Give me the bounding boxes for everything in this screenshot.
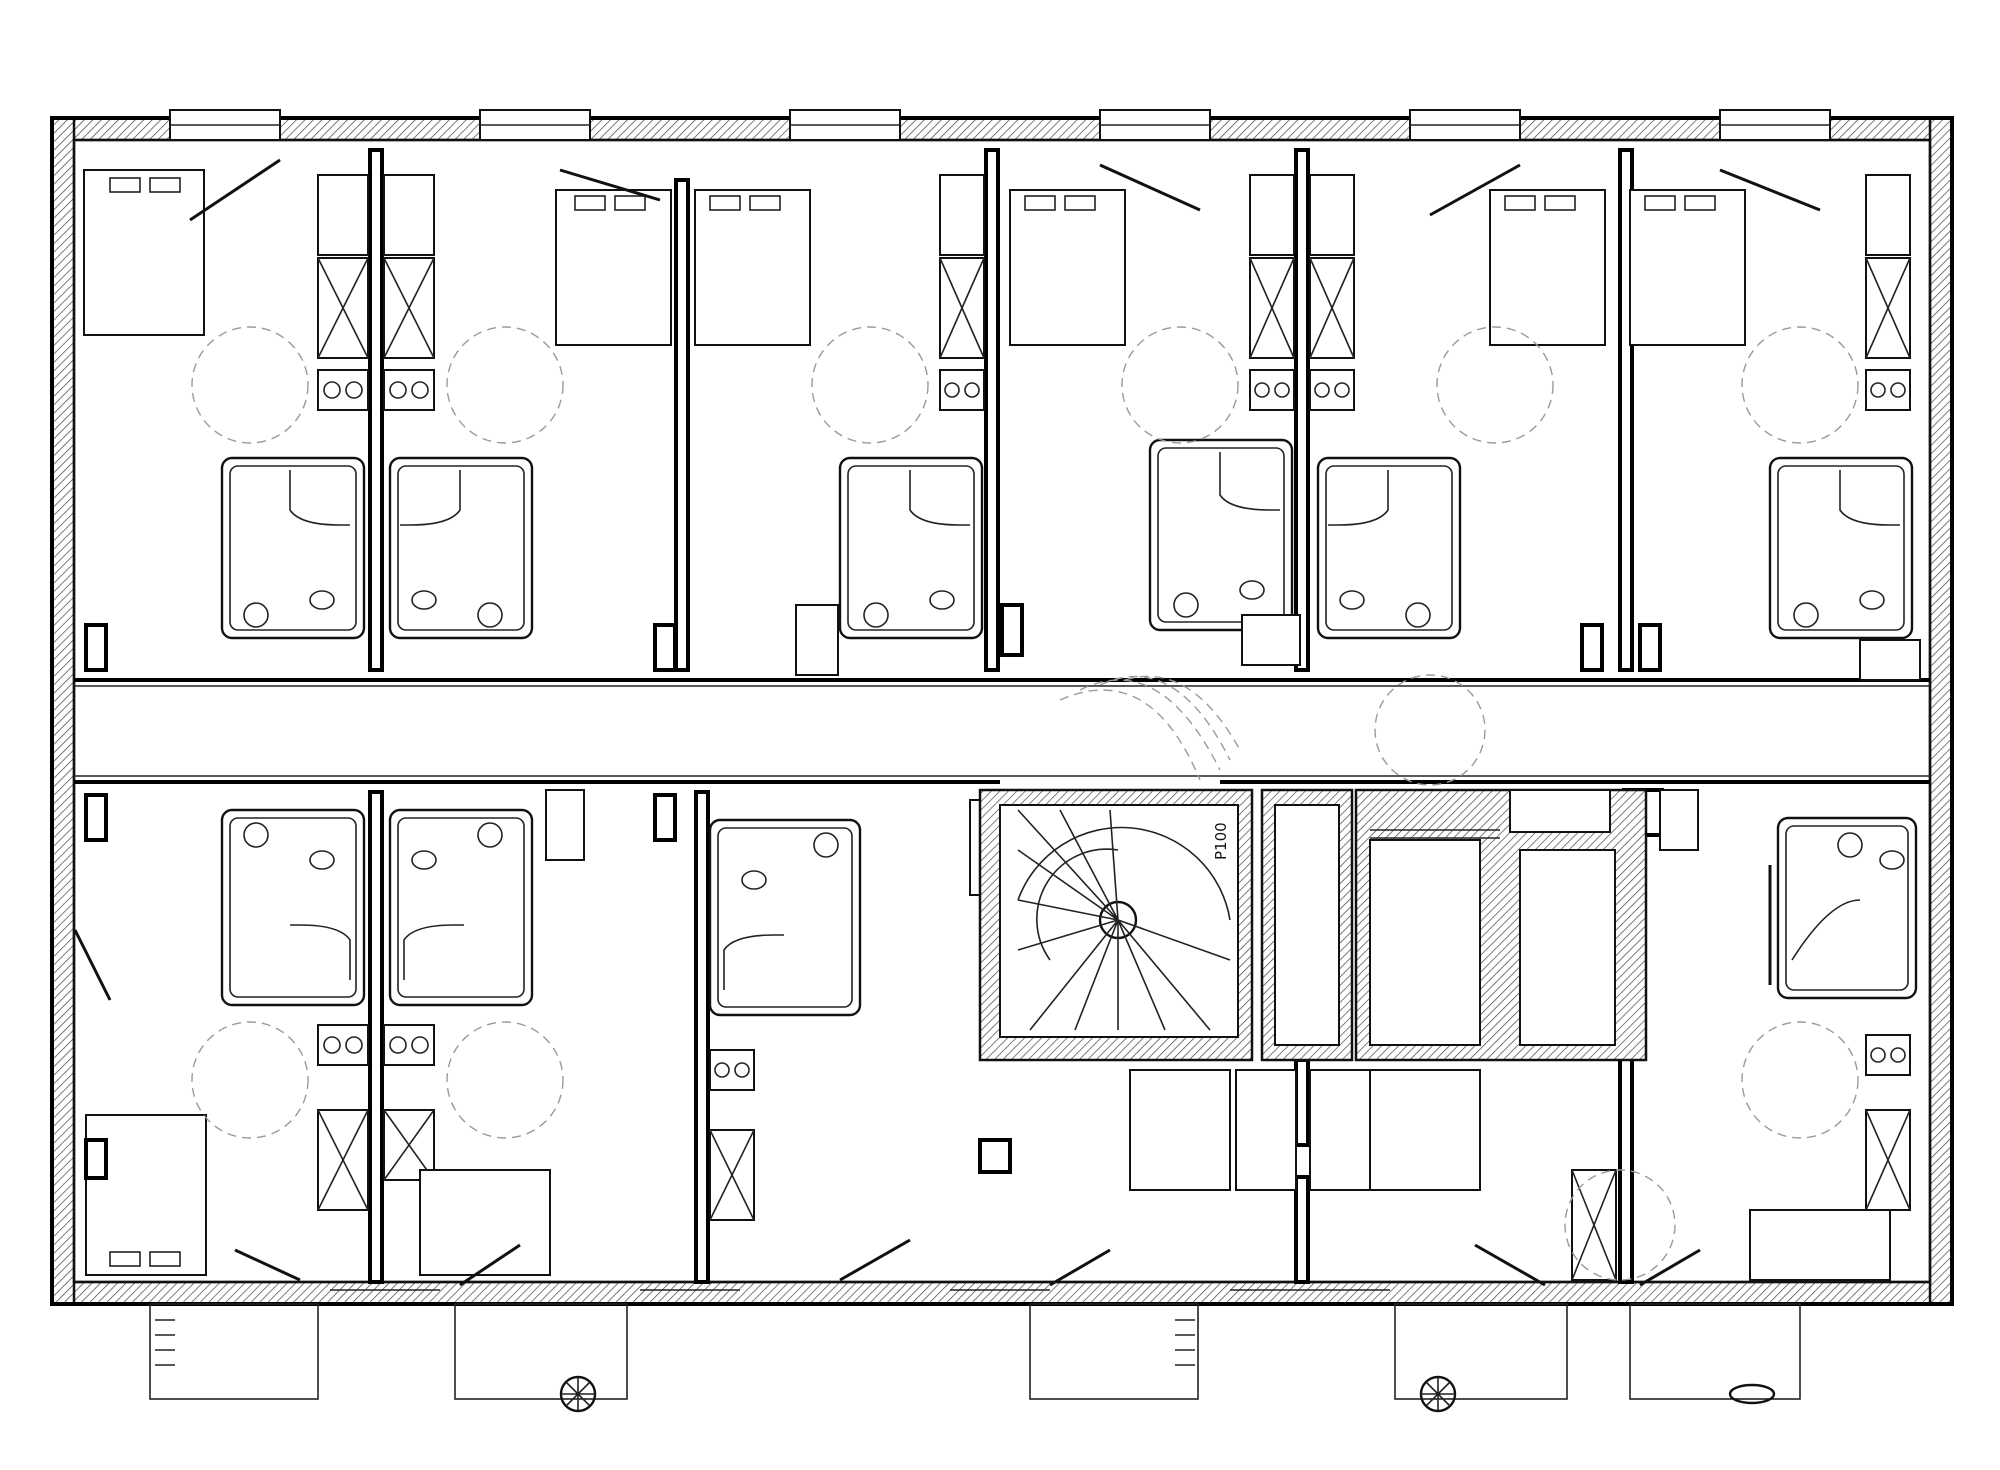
bed-icon (1489, 189, 1746, 346)
spiral-stair-icon: P100 (978, 788, 1254, 1062)
shower-icon (220, 438, 1914, 640)
upper-units (83, 169, 1921, 786)
wardrobe-icon (84, 603, 1921, 681)
top-windows (169, 109, 1831, 141)
kitchenette-icon (317, 369, 1911, 411)
turning-circles (191, 326, 1859, 786)
turning-circles (191, 1021, 1859, 1281)
elevator-icon (1260, 788, 1648, 1062)
stair-label: P100 (1212, 822, 1230, 860)
kitchenette-icon (317, 1024, 1911, 1091)
wardrobe-icon (317, 174, 1911, 359)
bed-icon (83, 169, 205, 336)
balcony-icon (149, 1303, 1801, 1400)
wardrobe-icon (1129, 1069, 1481, 1191)
central-corridor (74, 678, 1930, 784)
wardrobe-icon (317, 1109, 1911, 1281)
shower-icon (220, 808, 1918, 1017)
door-swing-icon (73, 158, 1821, 1287)
bed-icon (555, 189, 811, 346)
manhole-icon (559, 1375, 1776, 1413)
bed-icon (85, 1114, 1891, 1281)
stair-landing-arcs (1059, 675, 1241, 781)
upper-partitions (368, 148, 1634, 672)
bed-icon (1009, 189, 1126, 346)
